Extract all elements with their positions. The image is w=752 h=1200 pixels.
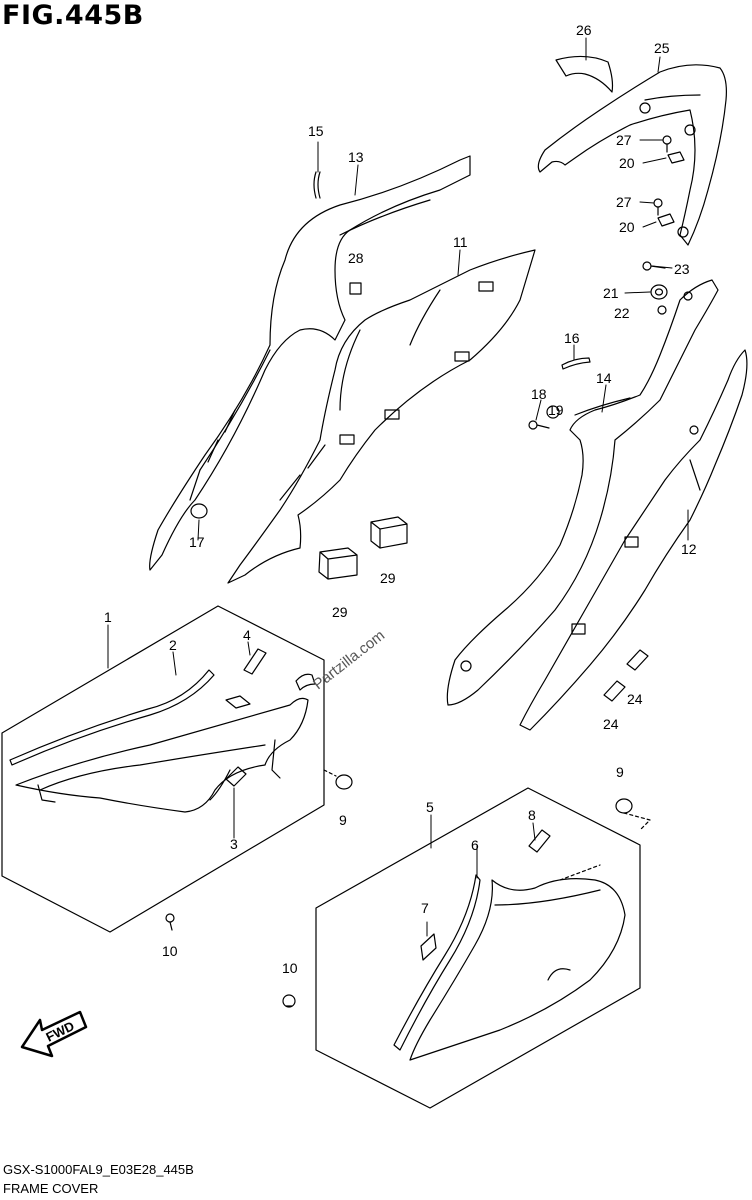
callout-29-left: 29 bbox=[332, 604, 348, 620]
part-22-collar[interactable] bbox=[657, 305, 667, 315]
part-1-tab[interactable] bbox=[225, 695, 251, 709]
callout-8: 8 bbox=[528, 807, 536, 823]
callout-7: 7 bbox=[421, 900, 429, 916]
part-27-screw-upper[interactable] bbox=[662, 135, 672, 153]
callout-11: 11 bbox=[453, 234, 468, 250]
callout-19: 19 bbox=[548, 402, 564, 418]
callout-24-upper: 24 bbox=[627, 691, 643, 707]
callout-1: 1 bbox=[104, 609, 112, 625]
part-1-assembly-box bbox=[1, 605, 325, 933]
part-1-side-cover[interactable] bbox=[15, 697, 309, 813]
callout-15: 15 bbox=[308, 123, 324, 139]
callout-10-bottom: 10 bbox=[282, 960, 298, 976]
callout-22: 22 bbox=[614, 305, 630, 321]
part-5-assembly-box bbox=[315, 787, 641, 1109]
part-20-nut-upper[interactable] bbox=[667, 151, 685, 164]
part-15-clip[interactable] bbox=[313, 171, 321, 199]
callout-25: 25 bbox=[654, 40, 670, 56]
callout-numbers: 15 13 28 11 26 25 27 20 27 20 23 21 22 1… bbox=[104, 22, 697, 976]
part-24-label-a[interactable] bbox=[626, 649, 649, 671]
callout-5: 5 bbox=[426, 799, 434, 815]
part-6-trim[interactable] bbox=[393, 874, 481, 1051]
figure-title: FIG.445B bbox=[2, 0, 144, 31]
leader-9-left bbox=[323, 769, 337, 777]
callout-9-right: 9 bbox=[616, 764, 624, 780]
callout-23: 23 bbox=[674, 261, 690, 277]
fwd-arrow: FWD bbox=[20, 1010, 88, 1058]
figure-code: GSX-S1000FAL9_E03E28_445B bbox=[3, 1162, 194, 1177]
leader-9-right bbox=[623, 812, 651, 831]
part-29-cushion-b[interactable] bbox=[370, 516, 408, 549]
part-9-grommet-right[interactable] bbox=[615, 798, 633, 814]
callout-12: 12 bbox=[681, 541, 697, 557]
part-21-grommet[interactable] bbox=[650, 284, 668, 300]
callout-18: 18 bbox=[531, 386, 547, 402]
callout-10-left: 10 bbox=[162, 943, 178, 959]
leader-5 bbox=[559, 864, 601, 881]
part-8-label[interactable] bbox=[528, 829, 551, 853]
part-17-grommet[interactable] bbox=[190, 503, 208, 519]
part-10-clip-left[interactable] bbox=[165, 913, 175, 931]
part-10-clip-bottom[interactable] bbox=[282, 994, 296, 1008]
callout-9-left: 9 bbox=[339, 812, 347, 828]
part-2-trim[interactable] bbox=[9, 669, 215, 766]
part-5-side-cover[interactable] bbox=[409, 878, 626, 1061]
part-20-nut-lower[interactable] bbox=[657, 213, 675, 227]
callout-24-lower: 24 bbox=[603, 716, 619, 732]
callout-4: 4 bbox=[243, 627, 251, 643]
callout-26: 26 bbox=[576, 22, 592, 38]
callout-29-right: 29 bbox=[380, 570, 396, 586]
part-18-screw[interactable] bbox=[528, 420, 550, 430]
callout-leaders bbox=[107, 37, 689, 937]
callout-16: 16 bbox=[564, 330, 580, 346]
part-25-tail-cover[interactable] bbox=[537, 64, 727, 246]
watermark: Partzilla.com bbox=[310, 627, 388, 693]
callout-20-lower: 20 bbox=[619, 219, 635, 235]
part-7-label[interactable] bbox=[420, 933, 437, 961]
part-16-clip[interactable] bbox=[561, 357, 591, 370]
callout-28: 28 bbox=[348, 250, 364, 266]
part-26-emblem[interactable] bbox=[555, 55, 614, 93]
part-28-nut[interactable] bbox=[349, 282, 362, 295]
part-29-cushion-a[interactable] bbox=[318, 547, 358, 580]
part-4-label[interactable] bbox=[243, 648, 267, 675]
part-12-lower-cover[interactable] bbox=[519, 349, 748, 731]
callout-13: 13 bbox=[348, 149, 364, 165]
callout-3: 3 bbox=[230, 836, 238, 852]
part-14-frame-cover-right[interactable] bbox=[446, 279, 719, 706]
part-19-collar[interactable] bbox=[546, 405, 560, 419]
part-3-label[interactable] bbox=[225, 766, 247, 787]
part-1-cap[interactable] bbox=[295, 673, 316, 691]
part-11-frame-cover-inner[interactable] bbox=[227, 249, 536, 584]
figure-name: FRAME COVER bbox=[3, 1181, 99, 1196]
callout-6: 6 bbox=[471, 837, 479, 853]
callout-14: 14 bbox=[596, 370, 612, 386]
callout-2: 2 bbox=[169, 637, 177, 653]
callout-27-lower: 27 bbox=[616, 194, 632, 210]
callout-27-upper: 27 bbox=[616, 132, 632, 148]
part-27-screw-lower[interactable] bbox=[653, 198, 663, 216]
callout-21: 21 bbox=[603, 285, 619, 301]
part-13-frame-cover-left[interactable] bbox=[149, 155, 471, 571]
part-24-label-b[interactable] bbox=[603, 680, 626, 702]
part-9-grommet-left[interactable] bbox=[335, 774, 353, 790]
callout-17: 17 bbox=[189, 534, 205, 550]
callout-20-upper: 20 bbox=[619, 155, 635, 171]
